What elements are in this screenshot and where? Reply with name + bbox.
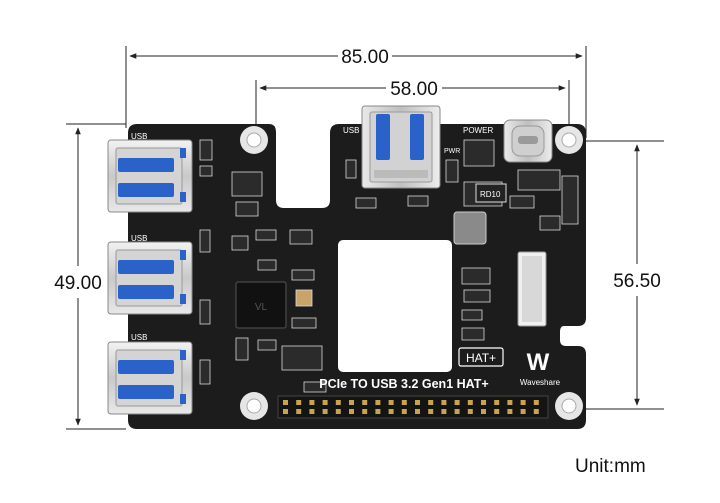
gpio-pin: [296, 400, 302, 405]
unit-label: Unit:mm: [575, 456, 646, 477]
gpio-pin: [481, 400, 486, 405]
gpio-pin: [454, 409, 460, 414]
board-title: PCIe TO USB 3.2 Gen1 HAT+: [319, 377, 488, 391]
gpio-pin: [507, 409, 513, 414]
gpio-pin: [283, 409, 288, 414]
gpio-pin: [467, 400, 473, 405]
gpio-pin: [322, 400, 328, 405]
gpio-pin: [533, 400, 539, 405]
usb-label-1: USB: [131, 132, 147, 141]
hat-badge: HAT+: [466, 351, 496, 365]
gpio-pin: [362, 400, 368, 405]
usb-label-2: USB: [131, 234, 147, 243]
gpio-pin: [296, 409, 302, 414]
gpio-pins: [283, 400, 539, 414]
gpio-pin: [481, 409, 486, 414]
gpio-pin: [415, 409, 420, 414]
gpio-pin: [283, 400, 288, 405]
pcb-cutout: [338, 240, 452, 372]
dimension-lines: [66, 46, 664, 430]
gpio-pin: [309, 400, 315, 405]
usb-port-2: [107, 241, 193, 315]
usb-controller-chip: VL: [235, 281, 287, 329]
gpio-pin: [520, 400, 526, 405]
gpio-pin: [428, 409, 434, 414]
dim-height-left: 49.00: [54, 273, 102, 294]
usb-label-3: USB: [131, 333, 147, 342]
gpio-pin: [494, 409, 500, 414]
gpio-pin: [401, 409, 407, 414]
gpio-pin: [441, 409, 447, 414]
ffc-connector: [517, 251, 547, 327]
gpio-pin: [362, 409, 368, 414]
gpio-pin: [454, 400, 460, 405]
dim-width-total: 85.00: [341, 47, 389, 68]
gpio-pin: [494, 400, 500, 405]
rd10-chip: [475, 183, 507, 203]
gpio-header: [277, 395, 549, 419]
mounting-holes: [240, 126, 583, 420]
gpio-pin: [375, 400, 381, 405]
gpio-pin: [467, 409, 473, 414]
waveshare-logo: W: [527, 349, 550, 376]
gpio-pin: [309, 409, 315, 414]
inductor: [453, 211, 487, 245]
rd10-label: RD10: [480, 190, 501, 199]
gpio-pin: [388, 409, 394, 414]
power-label: POWER: [463, 126, 493, 135]
svg-text:VL: VL: [255, 302, 268, 313]
brand-name: Waveshare: [520, 378, 561, 387]
gpio-pin: [428, 400, 434, 405]
dim-height-right: 56.50: [613, 271, 661, 292]
gpio-pin: [335, 400, 341, 405]
gpio-pin: [375, 409, 381, 414]
gpio-pin: [335, 409, 341, 414]
gpio-pin: [349, 400, 354, 405]
gpio-pin: [401, 400, 407, 405]
usb-port-top: [361, 105, 441, 189]
gpio-pin: [349, 409, 354, 414]
hat-badge-frame: [458, 347, 504, 367]
pwr-led-label: PWR: [444, 148, 460, 155]
usb-port-3: [107, 341, 193, 415]
usb-c-port: [503, 119, 553, 163]
usb-port-1: [107, 139, 193, 213]
gpio-pin: [507, 400, 513, 405]
gpio-pin: [388, 400, 394, 405]
gpio-pin: [322, 409, 328, 414]
gpio-pin: [533, 409, 539, 414]
dim-hole-spacing: 58.00: [390, 79, 438, 100]
gpio-pin: [520, 409, 526, 414]
smd-components: [199, 139, 579, 393]
gpio-pin: [441, 400, 447, 405]
gpio-pin: [415, 400, 420, 405]
usb-label-top: USB: [343, 126, 359, 135]
